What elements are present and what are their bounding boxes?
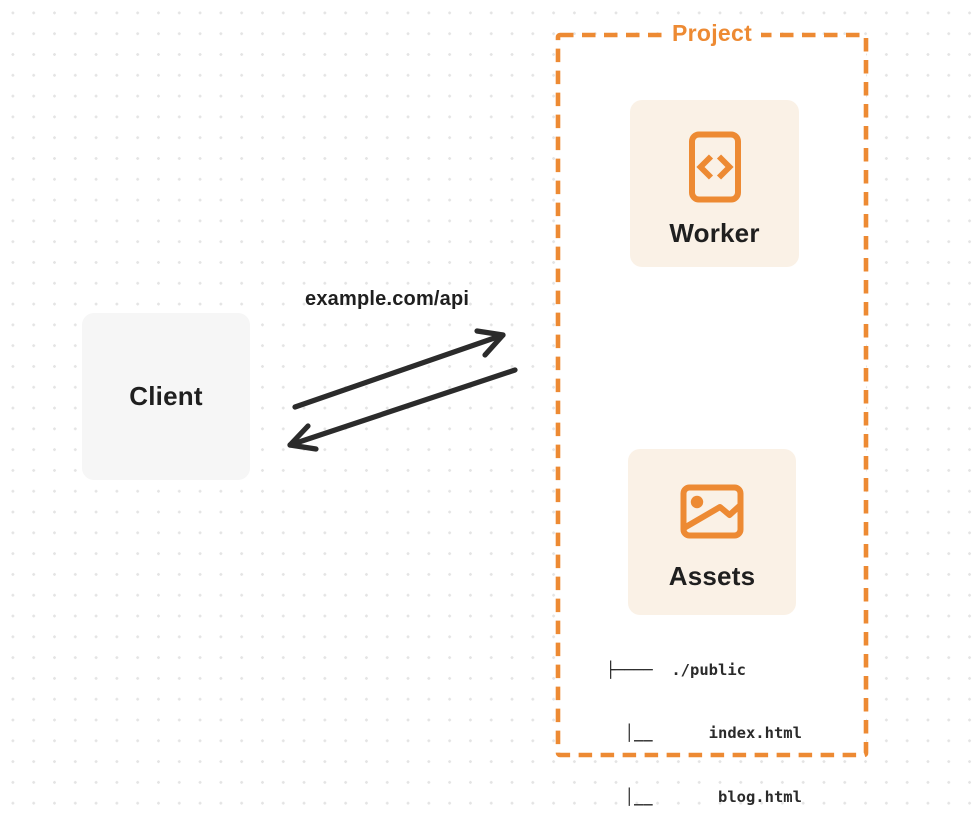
request-url-label: example.com/api xyxy=(305,288,470,310)
file-tree: ├──── ./public │__ index.html │__ blog.h… xyxy=(606,617,802,818)
client-card: Client xyxy=(82,313,250,480)
code-file-icon xyxy=(688,131,741,202)
file-tree-line: │__ blog.html xyxy=(606,788,802,807)
worker-card: Worker xyxy=(630,100,799,267)
assets-label: Assets xyxy=(668,561,756,591)
client-label: Client xyxy=(129,381,203,411)
response-arrow xyxy=(287,367,518,452)
request-arrow xyxy=(292,328,506,410)
project-label-text: Project xyxy=(662,20,762,47)
assets-card: Assets xyxy=(628,449,796,615)
image-icon xyxy=(680,484,744,539)
file-tree-line: ├──── ./public xyxy=(606,660,746,679)
file-tree-line: │__ index.html xyxy=(606,724,802,743)
project-label: Project xyxy=(558,20,866,47)
worker-label: Worker xyxy=(669,217,760,248)
